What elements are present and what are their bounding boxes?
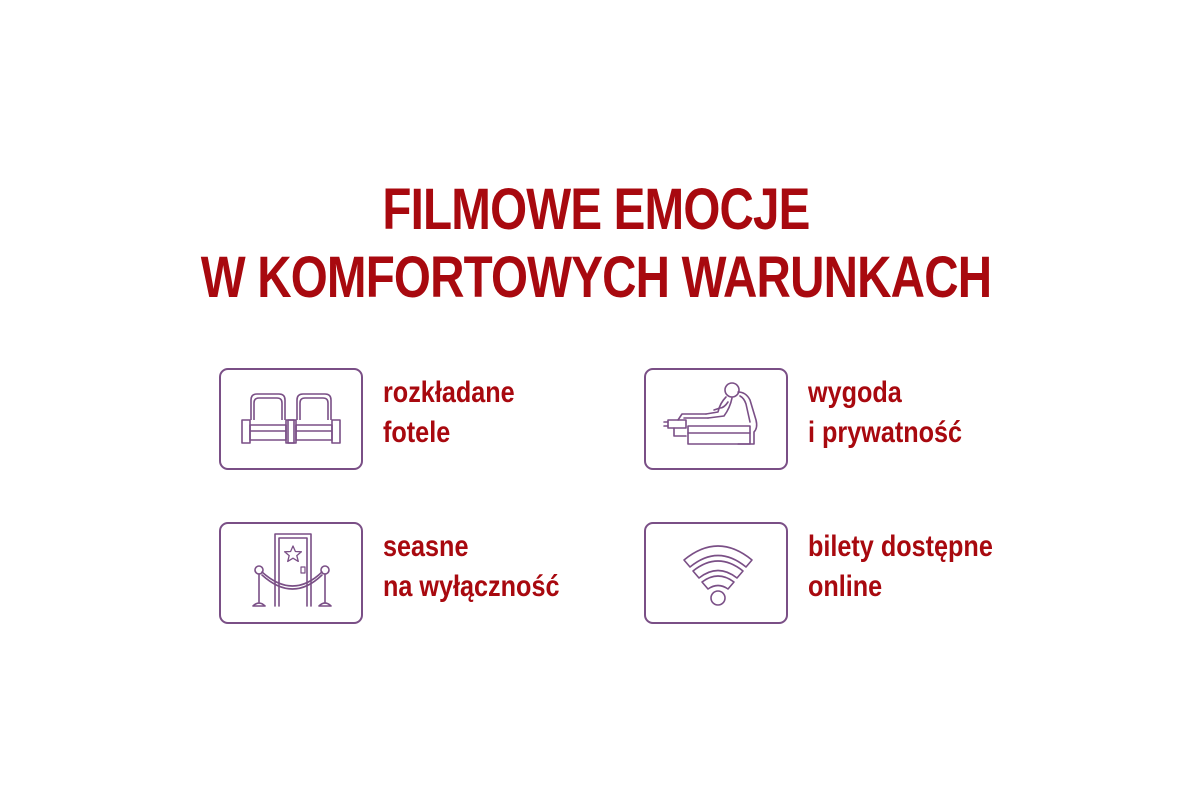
feature-label-line-2: online xyxy=(808,570,883,603)
feature-label-line-2: fotele xyxy=(383,416,451,449)
wifi-icon xyxy=(683,545,753,606)
feature-label: rozkładane fotele xyxy=(383,373,515,453)
feature-icon-box xyxy=(644,368,788,470)
feature-label-line-1: rozkładane xyxy=(383,376,515,409)
private-door-rope-icon xyxy=(252,533,332,607)
feature-label-line-1: seasne xyxy=(383,530,469,563)
feature-label: bilety dostępne online xyxy=(808,527,993,607)
feature-icon-box xyxy=(219,368,363,470)
feature-label: wygoda i prywatność xyxy=(808,373,962,453)
feature-icon-box xyxy=(219,522,363,624)
reclining-person-icon xyxy=(663,382,758,445)
feature-label: seasne na wyłączność xyxy=(383,527,559,607)
feature-label-line-1: wygoda xyxy=(808,376,902,409)
headline-line-2: W KOMFORTOWYCH WARUNKACH xyxy=(200,245,992,310)
headline-line-1: FILMOWE EMOCJE xyxy=(382,177,810,242)
feature-label-line-2: na wyłączność xyxy=(383,570,560,603)
reclining-seats-icon xyxy=(241,393,341,444)
feature-label-line-2: i prywatność xyxy=(808,416,963,449)
feature-label-line-1: bilety dostępne xyxy=(808,530,993,563)
feature-icon-box xyxy=(644,522,788,624)
